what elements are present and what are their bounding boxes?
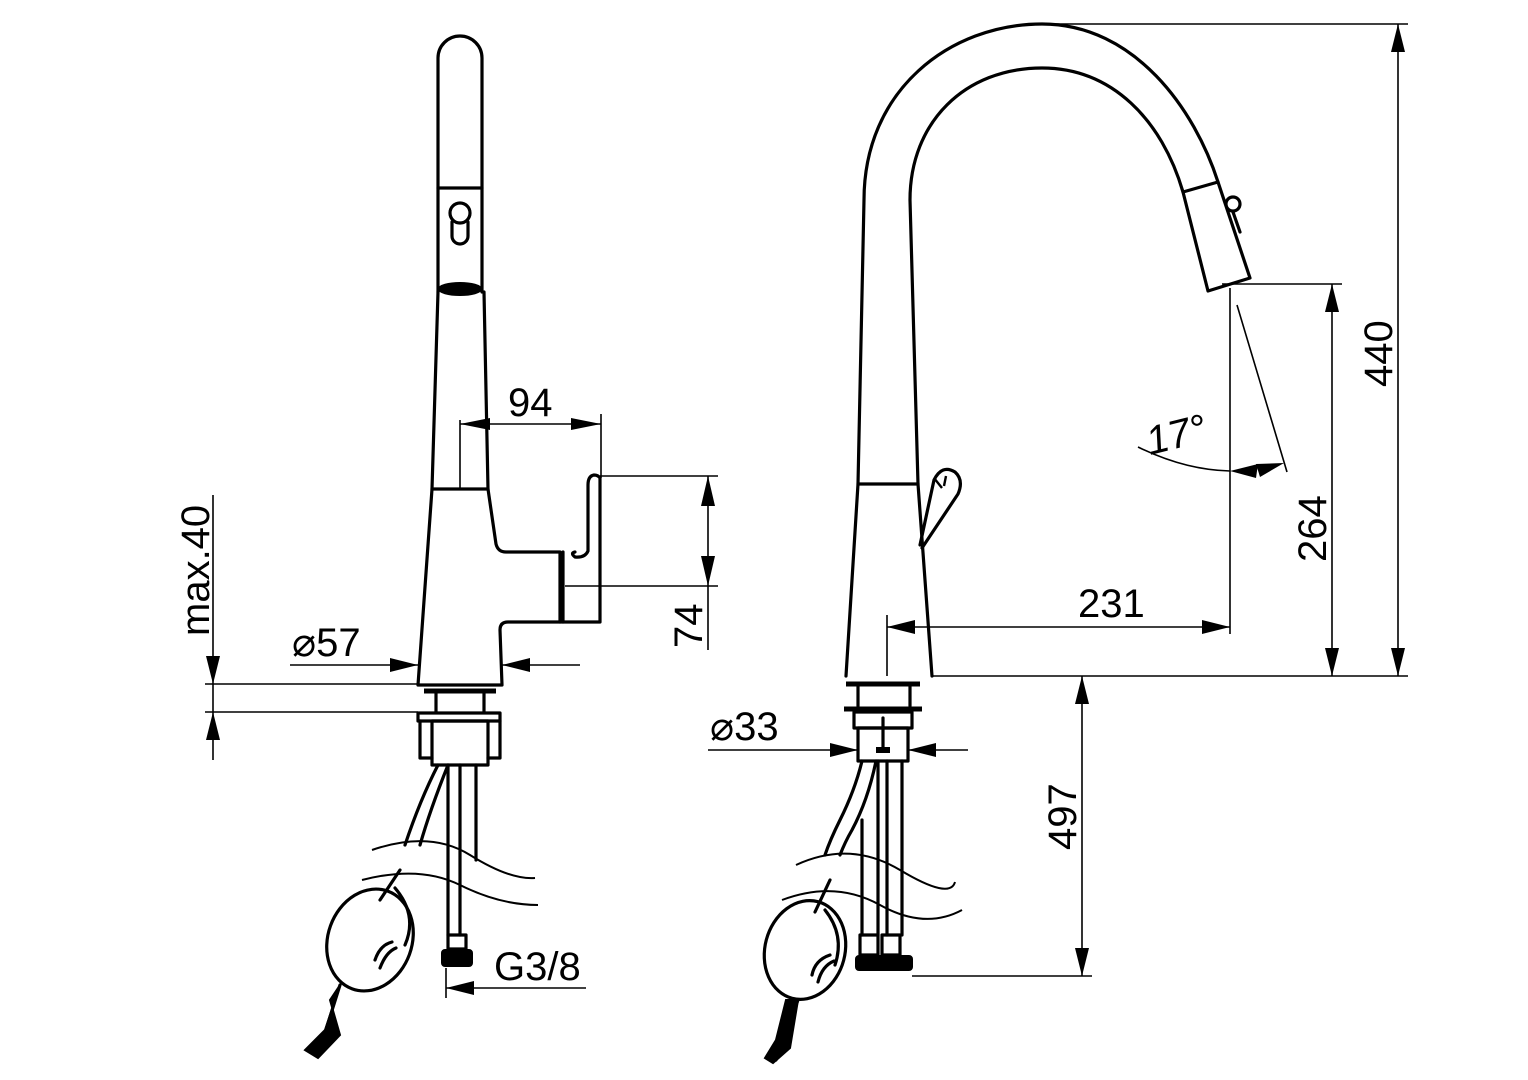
- dim-17deg-label: 17°: [1142, 406, 1211, 463]
- dim-94-label: 94: [508, 381, 553, 425]
- dim-g38-label: G3/8: [494, 945, 581, 989]
- dim-264-label: 264: [1291, 495, 1335, 562]
- front-view-dimensions: ⌀33 231 264 440 17° 497: [708, 23, 1408, 977]
- dim-231-label: 231: [1078, 582, 1145, 626]
- dim-d57-label: ⌀57: [292, 621, 361, 665]
- dim-74-label: 74: [667, 604, 711, 649]
- lever: [558, 473, 602, 624]
- gooseneck-spout: [844, 22, 1220, 678]
- dim-d33-label: ⌀33: [710, 705, 779, 749]
- spray-button-icon: [448, 201, 472, 225]
- hose-weight: [762, 899, 848, 1001]
- side-view: [303, 34, 602, 1060]
- hose-weight: [325, 887, 415, 993]
- spray-head: [1181, 180, 1252, 293]
- faucet-body: [416, 290, 562, 687]
- spout-top: [436, 34, 484, 294]
- front-view: [762, 22, 1252, 1065]
- dim-497-label: 497: [1041, 783, 1085, 850]
- lever: [918, 467, 962, 550]
- dim-440-label: 440: [1357, 320, 1401, 387]
- side-view-dimensions: 94 74 ⌀57 max.40 G3/8: [174, 381, 718, 998]
- dim-max40-label: max.40: [174, 505, 218, 636]
- hose: [403, 763, 440, 847]
